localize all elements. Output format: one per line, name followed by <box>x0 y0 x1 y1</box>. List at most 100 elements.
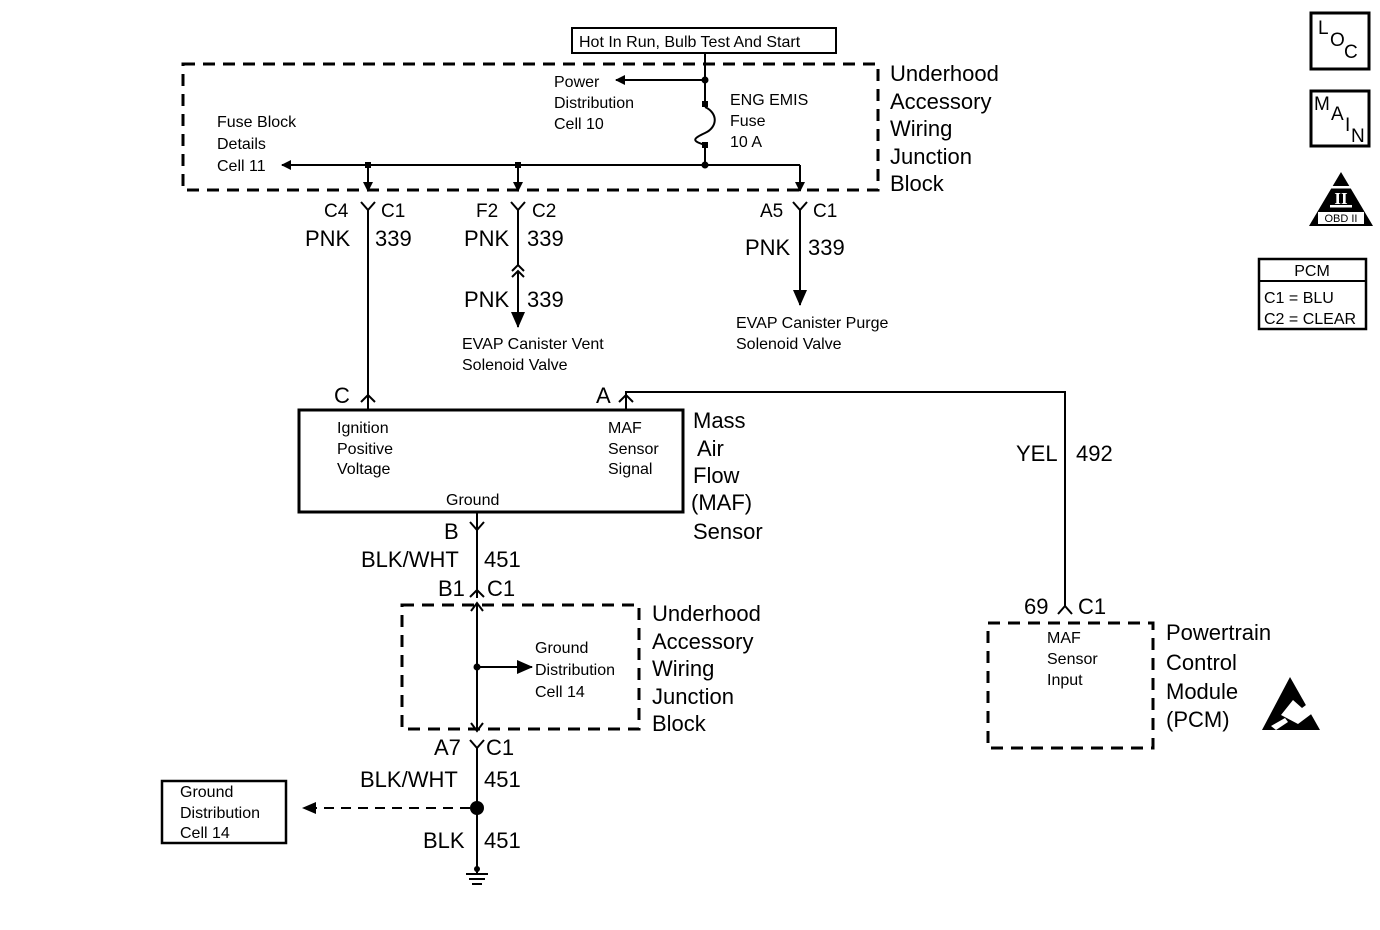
svg-text:L: L <box>1318 18 1329 39</box>
svg-text:Fuse: Fuse <box>730 113 766 130</box>
top-junction-block-title: Underhood Accessory Wiring Junction Bloc… <box>890 61 999 196</box>
eng-emis-fuse-label: ENG EMIS Fuse 10 A <box>730 92 808 151</box>
connector-69-conn: C1 <box>1078 594 1106 619</box>
svg-text:Module: Module <box>1166 679 1238 704</box>
svg-text:Air: Air <box>697 436 724 461</box>
connector-a7-symbol <box>469 739 485 750</box>
wire-color-label: BLK/WHT <box>360 767 458 792</box>
splice-dot <box>470 801 484 815</box>
top-junction-block <box>181 62 880 192</box>
svg-text:II: II <box>1334 189 1348 208</box>
wire-circuit-label: 451 <box>484 828 521 853</box>
wire-circuit-label: 339 <box>527 287 564 312</box>
svg-text:I: I <box>1345 115 1350 136</box>
wire-circuit-label: 339 <box>808 235 845 260</box>
lower-junction-block-title: Underhood Accessory Wiring Junction Bloc… <box>652 601 761 736</box>
maf-ignition-label: Ignition Positive Voltage <box>337 420 393 478</box>
svg-text:Flow: Flow <box>693 463 740 488</box>
loc-icon: L O C <box>1309 11 1371 71</box>
maf-sensor-title: Mass Air Flow (MAF) Sensor <box>691 408 763 544</box>
ground-symbol-icon <box>466 873 488 885</box>
evap-purge-valve-label: EVAP Canister Purge Solenoid Valve <box>736 315 888 353</box>
svg-text:C2 = CLEAR: C2 = CLEAR <box>1264 311 1356 328</box>
wire-circuit-label: 339 <box>375 226 412 251</box>
wire-color-label: BLK <box>423 828 465 853</box>
ground-dot <box>474 866 480 872</box>
svg-text:Solenoid Valve: Solenoid Valve <box>462 357 568 374</box>
maf-signal-label: MAF Sensor Signal <box>608 420 659 478</box>
svg-text:C: C <box>1344 42 1358 63</box>
connector-f2-symbol <box>510 201 526 212</box>
svg-text:(MAF): (MAF) <box>691 490 752 515</box>
connector-c4-symbol <box>360 201 376 212</box>
pcm-connector-legend: PCM C1 = BLU C2 = CLEAR <box>1257 257 1368 331</box>
svg-text:Powertrain: Powertrain <box>1166 620 1271 645</box>
connector-b1-conn: C1 <box>487 576 515 601</box>
wire-circuit-label: 492 <box>1076 441 1113 466</box>
connector-a5-conn: C1 <box>813 201 837 222</box>
svg-text:Cell 11: Cell 11 <box>217 158 266 175</box>
connector-f2-pin: F2 <box>476 201 498 222</box>
svg-text:Junction: Junction <box>652 684 734 709</box>
obd-ii-icon: II OBD II <box>1309 172 1373 226</box>
power-source-label: Hot In Run, Bulb Test And Start <box>579 34 801 51</box>
svg-text:Power: Power <box>554 74 600 91</box>
ground-bus-arrow <box>470 601 484 612</box>
svg-text:Sensor: Sensor <box>1047 651 1098 668</box>
wire-color-label: YEL <box>1016 441 1058 466</box>
connector-a5-symbol <box>792 201 808 212</box>
svg-text:A: A <box>1331 104 1344 125</box>
svg-text:Details: Details <box>217 136 266 153</box>
splice-dot <box>701 161 709 169</box>
svg-text:O: O <box>1330 30 1345 51</box>
connector-maf-b-pin: B <box>444 519 459 544</box>
svg-text:Underhood: Underhood <box>652 601 761 626</box>
connector-maf-c-symbol <box>360 393 376 403</box>
lower-junction-block <box>400 603 641 731</box>
wire-color-label: PNK <box>745 235 791 260</box>
ground-distribution-arrowhead <box>302 802 316 814</box>
svg-text:OBD II: OBD II <box>1324 213 1357 225</box>
wire-color-label: PNK <box>464 226 510 251</box>
svg-text:Solenoid Valve: Solenoid Valve <box>736 336 842 353</box>
svg-text:Fuse Block: Fuse Block <box>217 114 297 131</box>
connector-a5-pin: A5 <box>760 201 783 222</box>
svg-text:Sensor: Sensor <box>693 519 763 544</box>
connector-69-symbol <box>1057 604 1073 615</box>
svg-text:Junction: Junction <box>890 144 972 169</box>
svg-text:Input: Input <box>1047 672 1083 689</box>
svg-text:Signal: Signal <box>608 461 652 478</box>
connector-b1-symbol <box>469 588 485 598</box>
svg-text:Cell 14: Cell 14 <box>535 684 585 701</box>
splice-dot <box>701 76 709 84</box>
svg-text:Ground: Ground <box>535 640 588 657</box>
svg-text:EVAP Canister Vent: EVAP Canister Vent <box>462 336 604 353</box>
ground-distribution-ref: Ground Distribution Cell 14 <box>535 640 615 701</box>
svg-text:Cell 10: Cell 10 <box>554 116 604 133</box>
svg-text:Positive: Positive <box>337 441 393 458</box>
connector-a7-pin: A7 <box>434 735 461 760</box>
ground-distribution-box-label: Ground Distribution Cell 14 <box>180 784 260 842</box>
svg-text:Distribution: Distribution <box>180 805 260 822</box>
svg-text:Ignition: Ignition <box>337 420 389 437</box>
wire-circuit-label: 339 <box>527 226 564 251</box>
fuse-block-details-ref: Fuse Block Details Cell 11 <box>217 114 297 175</box>
connector-maf-c-pin: C <box>334 383 350 408</box>
svg-text:Distribution: Distribution <box>535 662 615 679</box>
svg-text:Accessory: Accessory <box>652 629 753 654</box>
svg-text:Voltage: Voltage <box>337 461 390 478</box>
evap-vent-valve-label: EVAP Canister Vent Solenoid Valve <box>462 336 604 374</box>
wire-color-label: PNK <box>464 287 510 312</box>
connector-69-pin: 69 <box>1024 594 1048 619</box>
svg-text:Ground: Ground <box>180 784 233 801</box>
ground-bus-arrow <box>470 722 484 733</box>
fuse-terminal <box>702 101 708 107</box>
svg-text:PCM: PCM <box>1294 263 1330 280</box>
svg-text:10 A: 10 A <box>730 134 762 151</box>
svg-text:Wiring: Wiring <box>652 656 714 681</box>
svg-text:Block: Block <box>652 711 707 736</box>
svg-text:EVAP Canister Purge: EVAP Canister Purge <box>736 315 888 332</box>
pcm-input-label: MAF Sensor Input <box>1047 630 1098 689</box>
wire-circuit-label: 451 <box>484 767 521 792</box>
